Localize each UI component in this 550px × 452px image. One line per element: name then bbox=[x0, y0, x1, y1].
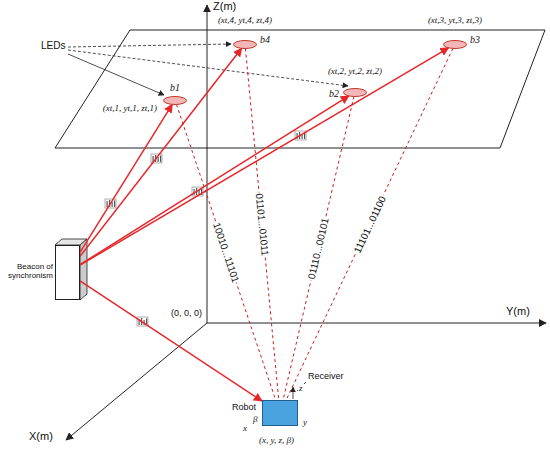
origin-label: (0, 0, 0) bbox=[170, 309, 203, 319]
robot-axis-label: y bbox=[302, 418, 308, 428]
led-source: b2(xt,2, yt,2, zt,2) bbox=[343, 88, 367, 97]
axis-label: Z(m) bbox=[212, 0, 237, 12]
z-axis bbox=[207, 5, 208, 323]
led-ellipse bbox=[164, 96, 187, 104]
robot-z-axis bbox=[293, 387, 294, 399]
node-sublabel: Receiver bbox=[307, 372, 345, 382]
node-label: b1 bbox=[169, 82, 181, 93]
beacon-box: Beacon of synchronism bbox=[55, 245, 80, 300]
node-sublabel: (xt,4, yt,4, zt,4) bbox=[217, 16, 273, 26]
optical-signal-line bbox=[283, 96, 354, 400]
node-sublabel: (xt,1, yt,1, zt,1) bbox=[102, 104, 158, 114]
led-leader bbox=[68, 50, 348, 86]
robot-axis-label: z bbox=[298, 384, 304, 394]
led-source: b1(xt,1, yt,1, zt,1) bbox=[163, 96, 187, 105]
sync-signal-arrow bbox=[80, 96, 349, 265]
axis-label: X(m) bbox=[28, 430, 54, 442]
y-axis bbox=[207, 323, 546, 324]
optical-signal-line bbox=[176, 104, 275, 400]
node-label: Robot bbox=[231, 403, 257, 413]
sync-signal-arrow bbox=[80, 104, 172, 252]
optical-signal-line bbox=[286, 48, 453, 400]
ceiling-plane bbox=[55, 30, 545, 148]
node-sublabel: (xt,2, yt,2, zt,2) bbox=[327, 67, 383, 77]
sync-signal-arrow bbox=[80, 48, 449, 265]
led-source: b4(xt,4, yt,4, zt,4) bbox=[233, 40, 257, 49]
led-ellipse bbox=[443, 40, 467, 49]
robot-axis-label: x bbox=[242, 424, 248, 434]
angle-label: β bbox=[252, 415, 258, 425]
node-label: b2 bbox=[328, 88, 340, 99]
led-ellipse bbox=[234, 40, 257, 48]
led-ellipse bbox=[343, 88, 367, 97]
node-label: Beacon of synchronism bbox=[2, 263, 54, 281]
x-axis bbox=[66, 323, 207, 440]
node-sublabel: (xt,3, yt,3, zt,3) bbox=[427, 16, 483, 26]
bit-sequence-label: 01110...00101 bbox=[306, 216, 331, 281]
robot-box: RobotReceiver bbox=[262, 400, 298, 426]
bit-sequence-label: 11101...01100 bbox=[351, 193, 388, 255]
led-source: b3(xt,3, yt,3, zt,3) bbox=[443, 40, 467, 49]
led-ellipse bbox=[344, 88, 367, 96]
led-ellipse bbox=[233, 40, 257, 49]
bit-sequence-label: 01101...01011 bbox=[254, 192, 271, 257]
bit-sequence-label: 10010...11101 bbox=[211, 220, 242, 285]
group-label: LEDs bbox=[40, 40, 66, 51]
led-ellipse bbox=[163, 96, 187, 105]
led-ellipse bbox=[444, 40, 467, 48]
node-label: b4 bbox=[259, 34, 271, 45]
sync-signal-arrow bbox=[80, 281, 262, 401]
node-label: b3 bbox=[469, 34, 481, 45]
led-leader bbox=[68, 44, 231, 47]
optical-signal-line bbox=[245, 48, 278, 400]
pose-label: (x, y, z, β) bbox=[258, 436, 295, 446]
axis-label: Y(m) bbox=[505, 305, 531, 317]
